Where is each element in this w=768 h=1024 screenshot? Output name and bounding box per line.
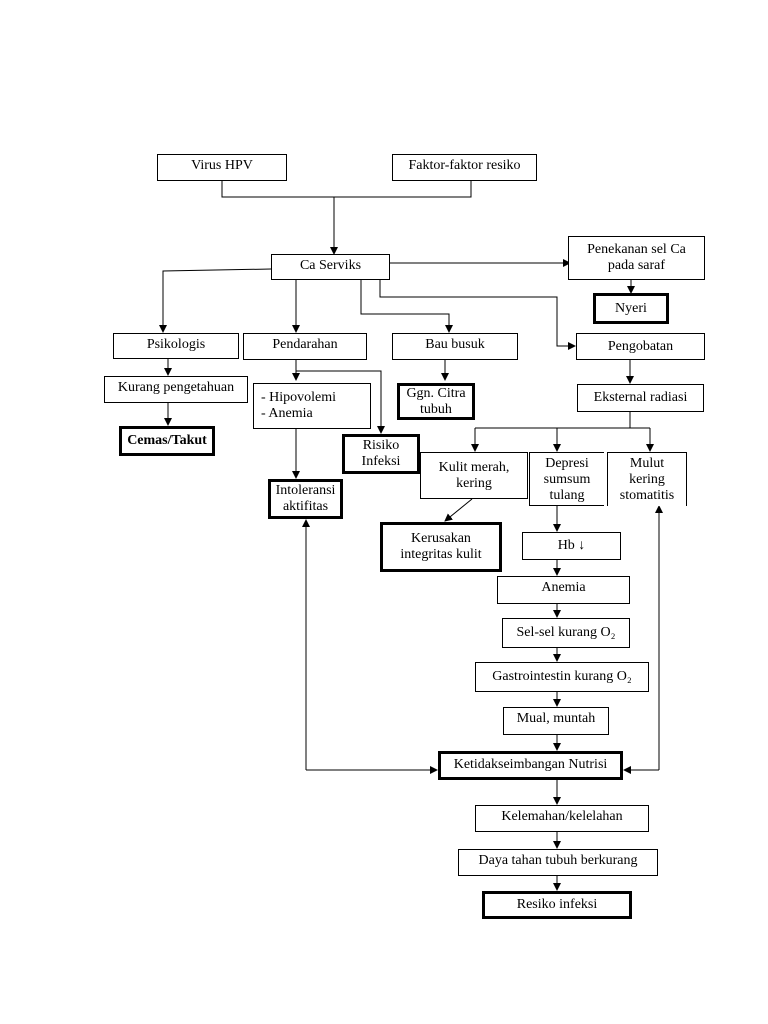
node-mulut-kering-label: Mulut kering stomatitis <box>619 456 675 503</box>
node-eksternal-radiasi-label: Eksternal radiasi <box>593 390 688 405</box>
node-intoleransi-label: Intoleransi aktifitas <box>275 483 336 514</box>
node-resiko-infeksi: Resiko infeksi <box>482 891 632 919</box>
edge-kulit-kerusakan <box>444 498 473 522</box>
node-sel-sel: Sel-sel kurang O₂ <box>502 618 630 648</box>
node-hb-label: Hb ↓ <box>557 538 586 553</box>
node-faktor-resiko-label: Faktor-faktor resiko <box>408 158 521 173</box>
node-risiko-infeksi-label: Risiko Infeksi <box>361 438 401 469</box>
node-virus-hpv: Virus HPV <box>157 154 287 181</box>
edge-ca-pengobatan <box>379 280 576 350</box>
node-sel-sel-label: Sel-sel kurang O₂ <box>516 625 616 640</box>
node-anemia-label: Anemia <box>541 580 586 595</box>
node-nyeri: Nyeri <box>593 293 669 324</box>
node-mual-muntah: Mual, muntah <box>503 707 609 735</box>
node-ketidakseimbangan-nutrisi-label: Ketidakseimbangan Nutrisi <box>453 757 608 772</box>
node-gastrointestin: Gastrointestin kurang O₂ <box>475 662 649 692</box>
node-pengobatan: Pengobatan <box>576 333 705 360</box>
node-anemia: Anemia <box>497 576 630 604</box>
node-ggn-citra-label: Ggn. Citra tubuh <box>406 385 466 417</box>
edge-inputs-merge <box>221 181 472 198</box>
node-cemas-takut-label: Cemas/Takut <box>127 433 207 448</box>
node-hipovolemi-anemia-label: - Hipovolemi - Anemia <box>261 390 337 421</box>
node-bau-busuk: Bau busuk <box>392 333 518 360</box>
node-eksternal-radiasi: Eksternal radiasi <box>577 384 704 412</box>
node-ca-serviks: Ca Serviks <box>271 254 390 280</box>
edge-ca-baubusuk <box>360 280 453 333</box>
node-pendarahan-label: Pendarahan <box>272 337 338 352</box>
node-kerusakan-kulit: Kerusakan integritas kulit <box>380 522 502 572</box>
node-kelemahan-label: Kelemahan/kelelahan <box>501 809 623 824</box>
node-intoleransi: Intoleransi aktifitas <box>268 479 343 519</box>
node-ca-serviks-label: Ca Serviks <box>299 258 362 273</box>
node-penekanan-label: Penekanan sel Ca pada saraf <box>587 242 686 273</box>
node-resiko-infeksi-label: Resiko infeksi <box>516 897 598 912</box>
node-cemas-takut: Cemas/Takut <box>119 426 215 456</box>
node-gastrointestin-label: Gastrointestin kurang O₂ <box>492 669 632 684</box>
node-daya-tahan: Daya tahan tubuh berkurang <box>458 849 658 876</box>
node-risiko-infeksi: Risiko Infeksi <box>342 434 420 474</box>
node-nyeri-label: Nyeri <box>615 300 647 316</box>
node-kerusakan-kulit-label: Kerusakan integritas kulit <box>400 531 482 562</box>
node-psikologis-label: Psikologis <box>146 337 206 352</box>
node-mual-muntah-label: Mual, muntah <box>516 711 596 726</box>
edge-ca-psikologis <box>159 268 272 333</box>
node-mulut-kering: Mulut kering stomatitis <box>607 452 687 506</box>
node-kulit-merah: Kulit merah, kering <box>420 452 528 499</box>
node-ggn-citra: Ggn. Citra tubuh <box>397 383 475 420</box>
node-penekanan: Penekanan sel Ca pada saraf <box>568 236 705 280</box>
node-kurang-pengetahuan-label: Kurang pengetahuan <box>117 380 235 395</box>
node-hipovolemi-anemia: - Hipovolemi - Anemia <box>253 383 371 429</box>
node-depresi-sumsum: Depresi sumsum tulang <box>529 452 604 506</box>
node-ketidakseimbangan-nutrisi: Ketidakseimbangan Nutrisi <box>438 751 623 780</box>
node-daya-tahan-label: Daya tahan tubuh berkurang <box>478 853 638 868</box>
node-faktor-resiko: Faktor-faktor resiko <box>392 154 537 181</box>
node-pengobatan-label: Pengobatan <box>607 338 674 354</box>
node-kurang-pengetahuan: Kurang pengetahuan <box>104 376 248 403</box>
node-bau-busuk-label: Bau busuk <box>425 337 485 352</box>
node-pendarahan: Pendarahan <box>243 333 367 360</box>
node-virus-hpv-label: Virus HPV <box>191 158 253 173</box>
node-hb: Hb ↓ <box>522 532 621 560</box>
node-depresi-sumsum-label: Depresi sumsum tulang <box>543 456 591 503</box>
node-psikologis: Psikologis <box>113 333 239 359</box>
node-kulit-merah-label: Kulit merah, kering <box>438 459 510 491</box>
node-kelemahan: Kelemahan/kelelahan <box>475 805 649 832</box>
